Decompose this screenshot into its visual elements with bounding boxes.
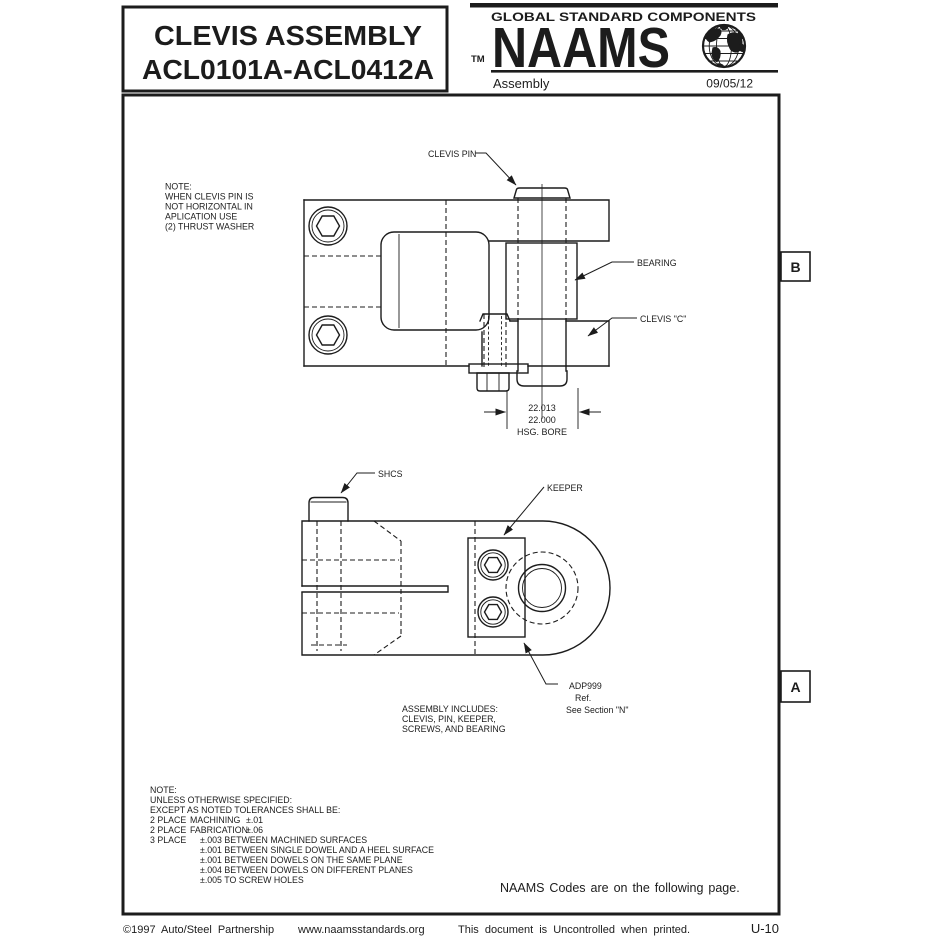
clevis-loop-outline: [380, 231, 490, 331]
section-marker-b: B: [780, 251, 811, 282]
sheet-date: 09/05/12: [706, 77, 753, 91]
tolerance-value: ±.06: [246, 825, 263, 835]
callout-labels: CLEVIS PIN BEARING CLEVIS "C" SHCS KEEPE…: [378, 149, 686, 493]
brand-tagline: GLOBAL STANDARD COMPONENTS: [491, 12, 756, 24]
tolerance-value: ±.01: [246, 815, 263, 825]
footer: ©1997 Auto/Steel Partnership www.naamsst…: [123, 921, 779, 936]
bearing-outline: [505, 242, 578, 320]
brand-block: GLOBAL STANDARD COMPONENTS TM NAAMS Asse…: [470, 3, 778, 91]
shcs-front-bottom: [308, 315, 348, 355]
brand-logo-text: NAAMS: [492, 16, 670, 80]
leader-clevis-pin: [475, 152, 517, 186]
assembly-note: ASSEMBLY INCLUDES: CLEVIS, PIN, KEEPER, …: [402, 704, 506, 734]
front-view-drawing: [303, 152, 637, 429]
assembly-note-line: SCREWS, AND BEARING: [402, 724, 506, 734]
adp-note: ADP999 Ref. See Section "N": [566, 681, 628, 715]
tolerance-place: 2 PLACE: [150, 815, 186, 825]
tolerance-type: FABRICATION: [190, 825, 248, 835]
clevis-body-outline: [303, 199, 610, 242]
callout-bearing: BEARING: [637, 258, 677, 268]
keeper-screw-bottom: [477, 596, 509, 628]
footer-page-code: U-10: [751, 921, 779, 936]
brand-divider-rule: [491, 70, 778, 73]
pin-note: NOTE: WHEN CLEVIS PIN IS NOT HORIZONTAL …: [165, 182, 254, 232]
tolerance-intro-line: EXCEPT AS NOTED TOLERANCES SHALL BE:: [150, 805, 340, 815]
dim-max: 22.013: [528, 403, 556, 413]
clevis-pin-outline: [513, 184, 571, 419]
title-block: CLEVIS ASSEMBLY ACL0101A-ACL0412A: [121, 5, 449, 93]
pin-note-line: NOT HORIZONTAL IN: [165, 202, 253, 212]
section-marker-a: A: [780, 670, 811, 703]
callout-keeper: KEEPER: [547, 483, 583, 493]
callout-clevis-c: CLEVIS "C": [640, 314, 686, 324]
leader-clevis-c: [587, 317, 637, 337]
brand-top-rule: [470, 3, 778, 8]
callout-clevis-pin: CLEVIS PIN: [428, 149, 476, 159]
pin-note-line: WHEN CLEVIS PIN IS: [165, 192, 254, 202]
assembly-note-line: ASSEMBLY INCLUDES:: [402, 704, 498, 714]
footer-disclaimer: This document is Uncontrolled when print…: [458, 924, 690, 936]
hsg-bore-dimension: [484, 388, 601, 429]
drawing-title-line2: ACL0101A-ACL0412A: [142, 54, 434, 85]
tolerance-note: NOTE: UNLESS OTHERWISE SPECIFIED: EXCEPT…: [150, 785, 434, 885]
title-box: [121, 5, 449, 93]
sheet-category: Assembly: [493, 76, 550, 91]
clevis-slot: [301, 585, 449, 593]
shcs-front-top: [308, 206, 348, 246]
bore-outer-circle: [517, 563, 567, 613]
drawing-title-line1: CLEVIS ASSEMBLY: [154, 20, 422, 51]
section-marker-b-label: B: [790, 259, 800, 275]
callout-shcs: SHCS: [378, 469, 403, 479]
keeper-screw-top: [477, 549, 509, 581]
dim-label: HSG. BORE: [517, 427, 567, 437]
body-hidden-lines: [304, 255, 381, 308]
tolerance-rule: ±.003 BETWEEN MACHINED SURFACES: [200, 835, 367, 845]
hidden-screw-hole: [311, 521, 347, 651]
dimension-text: 22.013 22.000 HSG. BORE: [517, 403, 567, 437]
tolerance-place: 3 PLACE: [150, 835, 186, 845]
tolerance-rule: ±.001 BETWEEN DOWELS ON THE SAME PLANE: [200, 855, 403, 865]
tolerance-intro-line: UNLESS OTHERWISE SPECIFIED:: [150, 795, 292, 805]
leader-adp: [523, 642, 558, 685]
top-view-drawing: [301, 472, 611, 685]
adp-note-code: ADP999: [569, 681, 602, 691]
pin-note-line: (2) THRUST WASHER: [165, 222, 254, 232]
bore-inner-circle: [522, 568, 562, 608]
footer-website[interactable]: www.naamsstandards.org: [297, 924, 425, 936]
clevis-c-lower-arm: [509, 320, 610, 367]
tolerance-rule: ±.005 TO SCREW HOLES: [200, 875, 304, 885]
tolerance-rule: ±.004 BETWEEN DOWELS ON DIFFERENT PLANES: [200, 865, 413, 875]
tolerance-rule: ±.001 BETWEEN SINGLE DOWEL AND A HEEL SU…: [200, 845, 434, 855]
leader-shcs: [340, 472, 375, 494]
keeper-plate-outline: [467, 537, 526, 638]
tolerance-place: 2 PLACE: [150, 825, 186, 835]
assembly-note-line: CLEVIS, PIN, KEEPER,: [402, 714, 496, 724]
codes-note: NAAMS Codes are on the following page.: [500, 881, 740, 895]
section-marker-a-label: A: [790, 679, 800, 695]
globe-icon: [701, 23, 747, 69]
pin-note-line: NOTE:: [165, 182, 192, 192]
adp-note-ref: Ref.: [575, 693, 591, 703]
bore-hidden-circle: [505, 551, 579, 625]
shcs-side: [308, 496, 349, 522]
footer-copyright: ©1997 Auto/Steel Partnership: [123, 924, 274, 936]
trademark-symbol: TM: [471, 54, 485, 65]
clevis-plan-outline: [301, 520, 611, 656]
sheet-border: [121, 93, 781, 916]
tolerance-intro-line: NOTE:: [150, 785, 177, 795]
leader-keeper: [503, 486, 545, 536]
tolerance-type: MACHINING: [190, 815, 240, 825]
adp-note-section: See Section "N": [566, 705, 628, 715]
pin-note-line: APLICATION USE: [165, 212, 237, 222]
leader-bearing: [574, 261, 634, 281]
dim-min: 22.000: [528, 415, 556, 425]
lower-bolt: [468, 313, 529, 392]
